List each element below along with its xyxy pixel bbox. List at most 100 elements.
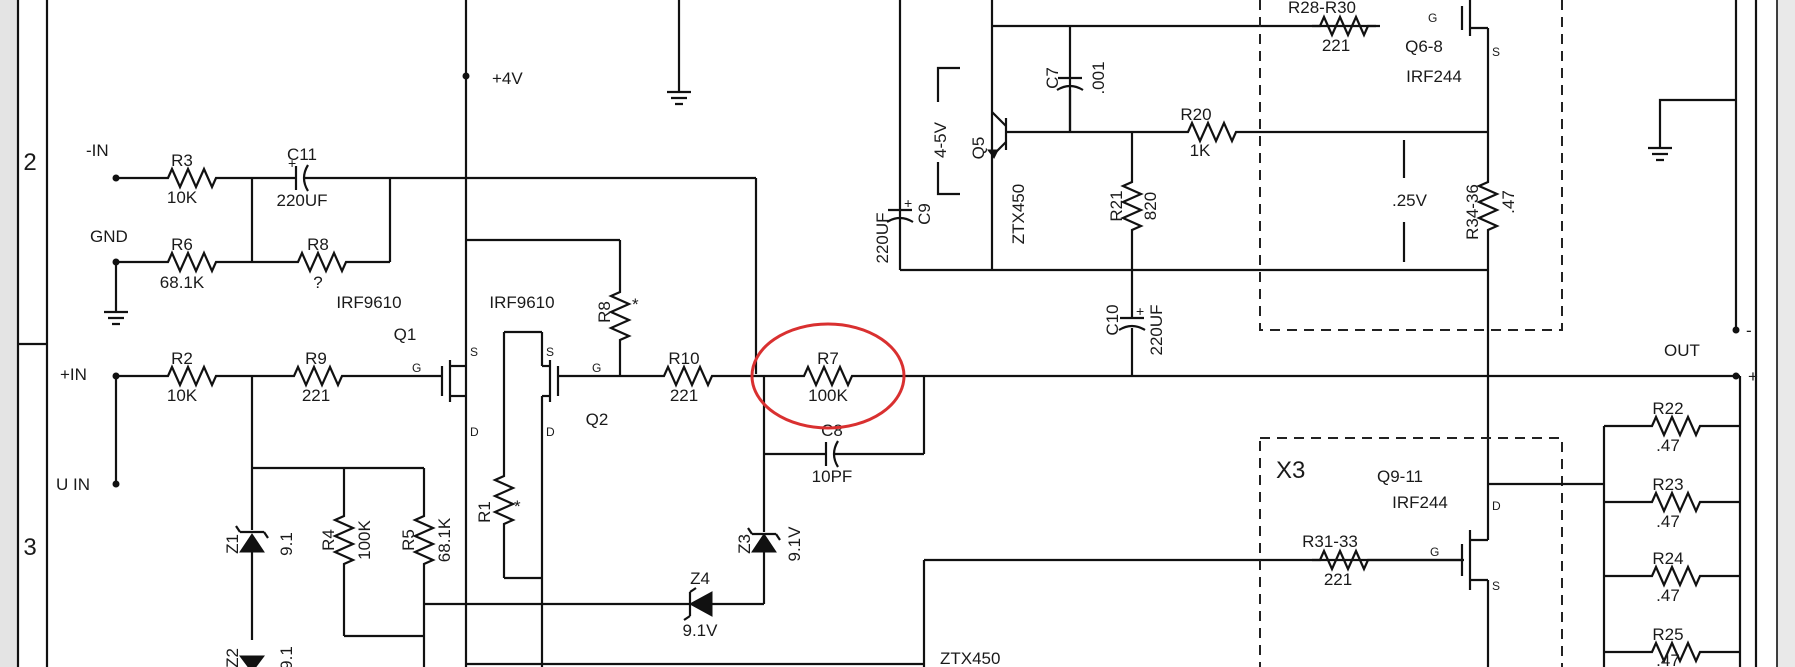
mosfet-q6-8 — [1460, 0, 1488, 36]
r34-value: .47 — [1499, 190, 1518, 214]
x3-label: X3 — [1276, 457, 1305, 484]
q1-part: IRF9610 — [336, 293, 401, 312]
ground-symbol-right — [1646, 98, 1736, 162]
c11-name: C11 — [287, 145, 317, 164]
r7-name: R7 — [817, 349, 839, 368]
c10-name: C10 — [1103, 304, 1122, 335]
zener-z3 — [747, 527, 781, 553]
c8-value: 10PF — [812, 467, 853, 486]
r5-value: 68.1K — [435, 517, 454, 562]
q911-part: IRF244 — [1392, 493, 1448, 512]
supply-rail — [462, 0, 470, 667]
c11-value: 220UF — [276, 191, 327, 210]
r24-name: R24 — [1652, 549, 1683, 568]
plus-4v-label: +4V — [492, 69, 523, 88]
out-plus-label: + — [1748, 367, 1758, 386]
q68-gate-pin: G — [1428, 11, 1437, 25]
r6-value: 68.1K — [160, 273, 205, 292]
q68-name: Q6-8 — [1405, 37, 1443, 56]
z4-value: 9.1V — [683, 621, 719, 640]
q1-source-pin: S — [470, 345, 478, 359]
r9-name: R9 — [305, 349, 327, 368]
q2-source-pin: S — [546, 345, 554, 359]
highlight-ellipse — [750, 322, 906, 430]
r31-name: R31-33 — [1302, 532, 1358, 551]
r8a-name: R8 — [307, 235, 329, 254]
r7-value: 100K — [808, 386, 848, 405]
resistor-r1 — [493, 466, 515, 534]
out-minus-label: - — [1746, 321, 1752, 340]
r4-name: R4 — [319, 529, 338, 551]
c7-value: .001 — [1089, 61, 1108, 94]
z1-name: Z1 — [223, 534, 242, 554]
z1-value: 9.1 — [277, 532, 296, 556]
resistor-r25 — [1604, 641, 1740, 663]
r4-value: 100K — [355, 519, 374, 559]
r1-mark: * — [514, 497, 521, 516]
r28-value: 221 — [1322, 36, 1350, 55]
q911-source-pin: S — [1492, 579, 1500, 593]
q1-gate-pin: G — [412, 361, 421, 375]
v45-label: 4-5V — [931, 121, 950, 158]
r25-value: .47 — [1656, 651, 1680, 667]
resistor-r6 — [158, 251, 226, 273]
gnd-label: GND — [90, 227, 128, 246]
bjt-q5 — [987, 111, 1008, 159]
r21-value: 820 — [1141, 192, 1160, 220]
z4-name: Z4 — [690, 569, 710, 588]
c7-name: C7 — [1043, 67, 1062, 89]
r31-value: 221 — [1324, 570, 1352, 589]
ground-symbol-gnd — [102, 300, 130, 326]
r9-value: 221 — [302, 386, 330, 405]
plus-in-label: +IN — [60, 365, 87, 384]
v025-label: .25V — [1392, 191, 1428, 210]
r6-name: R6 — [171, 235, 193, 254]
resistor-r8-feedback — [288, 251, 356, 273]
out-label: OUT — [1664, 341, 1700, 360]
resistor-r9 — [284, 365, 352, 387]
svg-text:+: + — [904, 195, 912, 211]
r25-name: R25 — [1652, 625, 1683, 644]
r20-name: R20 — [1180, 105, 1211, 124]
minus-in-label: -IN — [86, 141, 109, 160]
q5-part: ZTX450 — [1009, 184, 1028, 244]
capacitor-c10: + — [1118, 303, 1146, 331]
c10-value: 220UF — [1147, 304, 1166, 355]
r2-name: R2 — [171, 349, 193, 368]
q68-part: IRF244 — [1406, 67, 1462, 86]
q2-part: IRF9610 — [489, 293, 554, 312]
q1-name: Q1 — [394, 325, 417, 344]
r3-value: 10K — [167, 188, 198, 207]
r10-name: R10 — [668, 349, 699, 368]
r28-name: R28-R30 — [1288, 0, 1356, 17]
resistor-r20 — [1178, 121, 1246, 143]
r24-value: .47 — [1656, 586, 1680, 605]
q911-name: Q9-11 — [1377, 467, 1423, 486]
z3-value: 9.1V — [785, 526, 804, 562]
q2-drain-pin: D — [546, 425, 555, 439]
c9-value: 220UF — [873, 212, 892, 263]
r23-name: R23 — [1652, 475, 1683, 494]
r34-name: R34-36 — [1463, 184, 1482, 240]
grid-row-2: 2 — [23, 149, 36, 176]
z3-name: Z3 — [735, 534, 754, 554]
r8a-value: ? — [313, 273, 322, 292]
q1-drain-pin: D — [470, 425, 479, 439]
r23-value: .47 — [1656, 512, 1680, 531]
zener-z1 — [235, 525, 269, 553]
r22-value: .47 — [1656, 436, 1680, 455]
bottom-part-label: ZTX450 — [940, 649, 1000, 667]
z2-name: Z2 — [223, 648, 242, 667]
mosfet-q2 — [542, 360, 560, 402]
resistor-r3 — [158, 167, 226, 189]
r8b-name: R8 — [595, 301, 614, 323]
r5-name: R5 — [399, 529, 418, 551]
c8-name: C8 — [821, 421, 843, 440]
ground-symbol-top — [665, 0, 693, 106]
resistor-r7 — [794, 365, 862, 387]
r1-name: R1 — [475, 501, 494, 523]
mosfet-q9-11 — [1460, 530, 1488, 590]
zener-z2 — [239, 655, 265, 667]
resistor-r10 — [654, 365, 722, 387]
